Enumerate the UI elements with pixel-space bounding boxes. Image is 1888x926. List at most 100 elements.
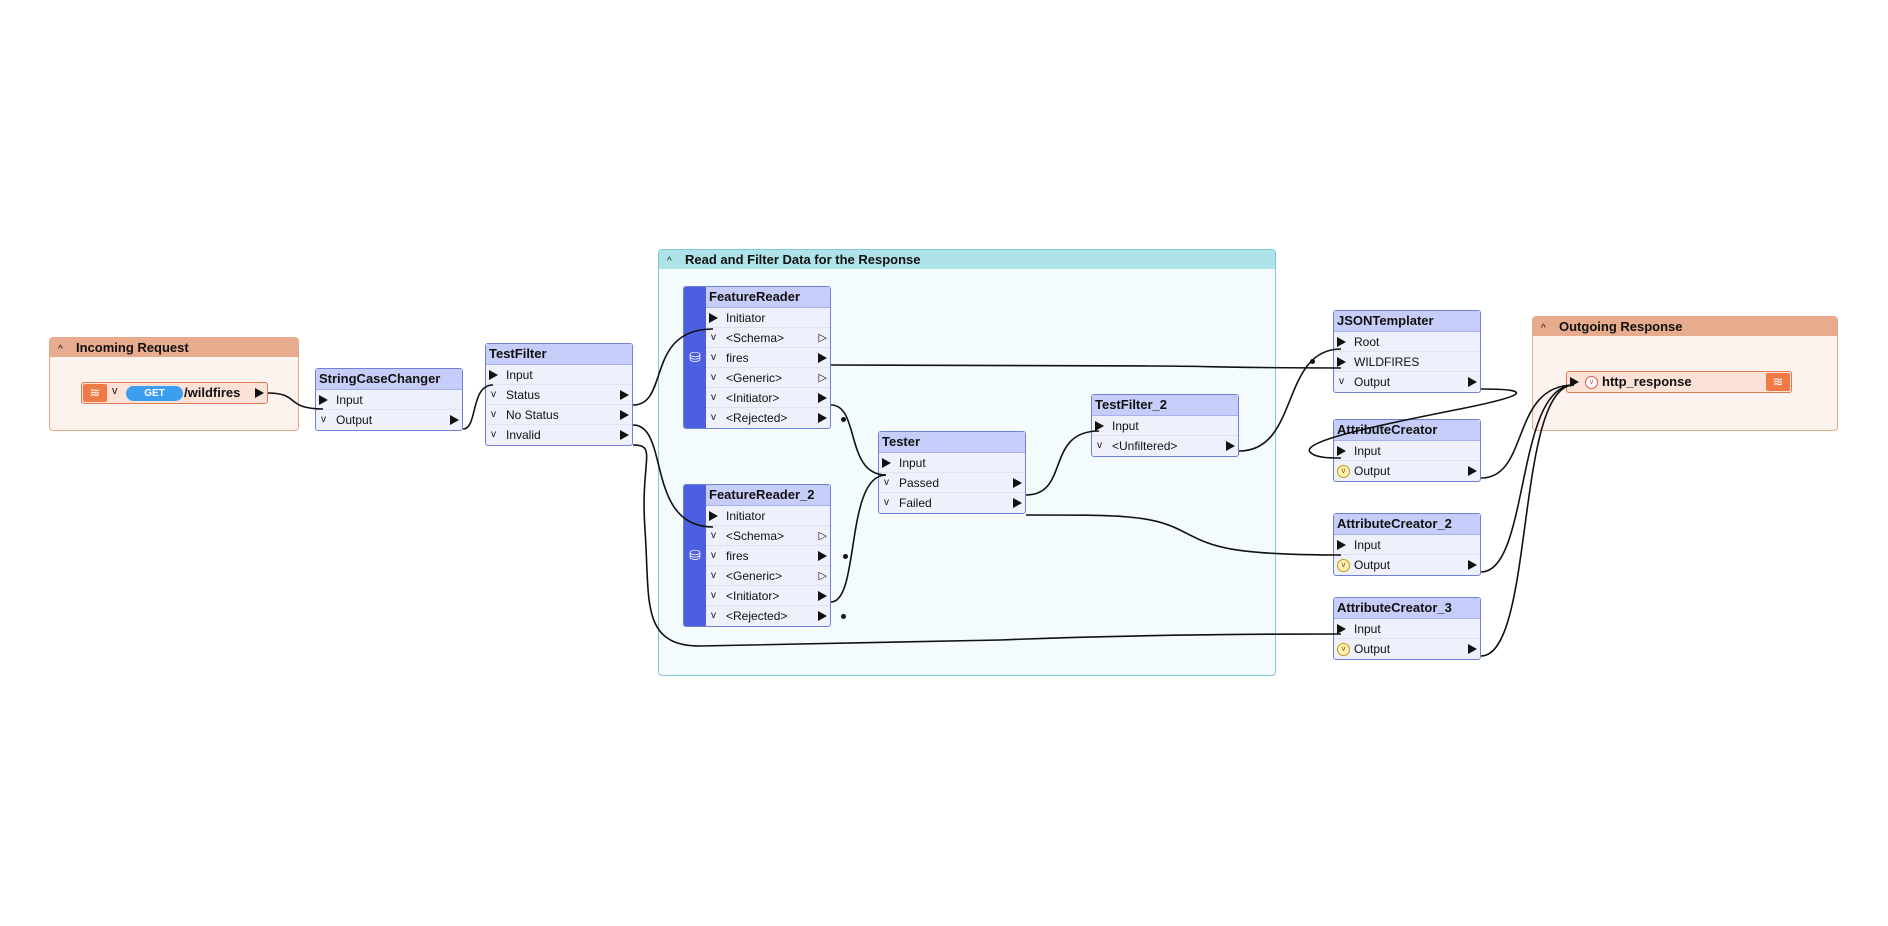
output-port-arrow-icon[interactable] xyxy=(1013,498,1022,508)
port-input[interactable]: Input xyxy=(879,453,1025,473)
output-port-hollow-icon[interactable]: ▷ xyxy=(818,332,827,344)
output-port-arrow-icon[interactable] xyxy=(620,410,629,420)
port-initiator[interactable]: Initiator xyxy=(706,506,830,526)
input-port-arrow-icon[interactable] xyxy=(709,313,718,323)
bookmark-header[interactable]: ^Read and Filter Data for the Response xyxy=(659,250,1275,269)
chevron-down-icon[interactable]: v xyxy=(491,429,496,440)
port-root[interactable]: Root xyxy=(1334,332,1480,352)
port-input[interactable]: Input xyxy=(1334,619,1480,639)
input-port-arrow-icon[interactable] xyxy=(319,395,328,405)
port-initiator[interactable]: Initiator xyxy=(706,308,830,328)
port-rejected[interactable]: v<Rejected> xyxy=(706,606,830,626)
chevron-down-icon[interactable]: v xyxy=(711,352,716,363)
port-input[interactable]: Input xyxy=(1092,416,1238,436)
chevron-down-icon[interactable]: v xyxy=(711,530,716,541)
output-port-arrow-icon[interactable] xyxy=(818,551,827,561)
output-port-arrow-icon[interactable] xyxy=(1226,441,1235,451)
input-port-arrow-icon[interactable] xyxy=(1570,377,1579,387)
output-port-arrow-icon[interactable] xyxy=(818,393,827,403)
chevron-down-icon[interactable]: v xyxy=(884,497,889,508)
output-port-arrow-icon[interactable] xyxy=(450,415,459,425)
chevron-down-icon[interactable]: v xyxy=(711,570,716,581)
request-node[interactable]: ≋ v GET /wildfires xyxy=(81,382,268,404)
bookmark-header[interactable]: ^Outgoing Response xyxy=(1533,317,1837,336)
collapse-caret-icon[interactable]: ^ xyxy=(667,256,672,267)
chevron-down-icon[interactable]: v xyxy=(321,414,326,425)
output-port-arrow-icon[interactable] xyxy=(255,388,264,398)
node-feature-reader-2[interactable]: ⛁ FeatureReader_2 Initiator v<Schema>▷ v… xyxy=(683,484,831,627)
output-port-arrow-icon[interactable] xyxy=(818,413,827,423)
output-port-arrow-icon[interactable] xyxy=(818,353,827,363)
bookmark-header[interactable]: ^Incoming Request xyxy=(50,338,298,357)
port-input[interactable]: Input xyxy=(1334,441,1480,461)
output-port-arrow-icon[interactable] xyxy=(1468,466,1477,476)
output-port-arrow-icon[interactable] xyxy=(818,611,827,621)
chevron-down-icon[interactable]: v xyxy=(711,550,716,561)
input-port-arrow-icon[interactable] xyxy=(1337,540,1346,550)
chevron-down-icon[interactable]: v xyxy=(491,409,496,420)
chevron-down-icon[interactable]: v xyxy=(711,412,716,423)
chevron-circle-icon[interactable]: v xyxy=(1337,643,1350,656)
port-rejected[interactable]: v<Rejected> xyxy=(706,408,830,428)
chevron-down-icon[interactable]: v xyxy=(711,372,716,383)
chevron-down-icon[interactable]: v xyxy=(1339,376,1344,387)
output-port-arrow-icon[interactable] xyxy=(1468,377,1477,387)
input-port-arrow-icon[interactable] xyxy=(1337,357,1346,367)
chevron-down-icon[interactable]: v xyxy=(711,590,716,601)
port-generic[interactable]: v<Generic>▷ xyxy=(706,368,830,388)
port-schema[interactable]: v<Schema>▷ xyxy=(706,526,830,546)
input-port-arrow-icon[interactable] xyxy=(709,511,718,521)
output-port-arrow-icon[interactable] xyxy=(818,591,827,601)
port-input[interactable]: Input xyxy=(1334,535,1480,555)
output-port-hollow-icon[interactable]: ▷ xyxy=(818,570,827,582)
port-schema[interactable]: v<Schema>▷ xyxy=(706,328,830,348)
output-port-arrow-icon[interactable] xyxy=(620,390,629,400)
input-port-arrow-icon[interactable] xyxy=(1337,337,1346,347)
chevron-down-icon[interactable]: v xyxy=(711,332,716,343)
output-port-arrow-icon[interactable] xyxy=(1468,560,1477,570)
input-port-arrow-icon[interactable] xyxy=(1337,446,1346,456)
port-unfiltered[interactable]: v<Unfiltered> xyxy=(1092,436,1238,456)
output-port-hollow-icon[interactable]: ▷ xyxy=(818,372,827,384)
chevron-down-icon[interactable]: v xyxy=(884,477,889,488)
port-wildfires[interactable]: WILDFIRES xyxy=(1334,352,1480,372)
input-port-arrow-icon[interactable] xyxy=(882,458,891,468)
port-input[interactable]: Input xyxy=(486,365,632,385)
input-port-arrow-icon[interactable] xyxy=(1337,624,1346,634)
output-port-hollow-icon[interactable]: ▷ xyxy=(818,530,827,542)
node-test-filter-2[interactable]: TestFilter_2 Input v<Unfiltered> xyxy=(1091,394,1239,457)
chevron-down-icon[interactable]: v xyxy=(491,389,496,400)
chevron-down-icon[interactable]: v xyxy=(1097,440,1102,451)
input-port-arrow-icon[interactable] xyxy=(489,370,498,380)
output-port-arrow-icon[interactable] xyxy=(1013,478,1022,488)
collapse-caret-icon[interactable]: ^ xyxy=(1541,323,1546,334)
chevron-circle-icon[interactable]: v xyxy=(1585,376,1598,389)
output-port-arrow-icon[interactable] xyxy=(1468,644,1477,654)
port-initiator-out[interactable]: v<Initiator> xyxy=(706,388,830,408)
port-initiator-out[interactable]: v<Initiator> xyxy=(706,586,830,606)
input-port-arrow-icon[interactable] xyxy=(1095,421,1104,431)
chevron-circle-icon[interactable]: v xyxy=(1337,465,1350,478)
collapse-caret-icon[interactable]: ^ xyxy=(58,344,63,355)
port-input[interactable]: Input xyxy=(316,390,462,410)
chevron-down-icon[interactable]: v xyxy=(112,385,118,397)
chevron-down-icon[interactable]: v xyxy=(711,610,716,621)
